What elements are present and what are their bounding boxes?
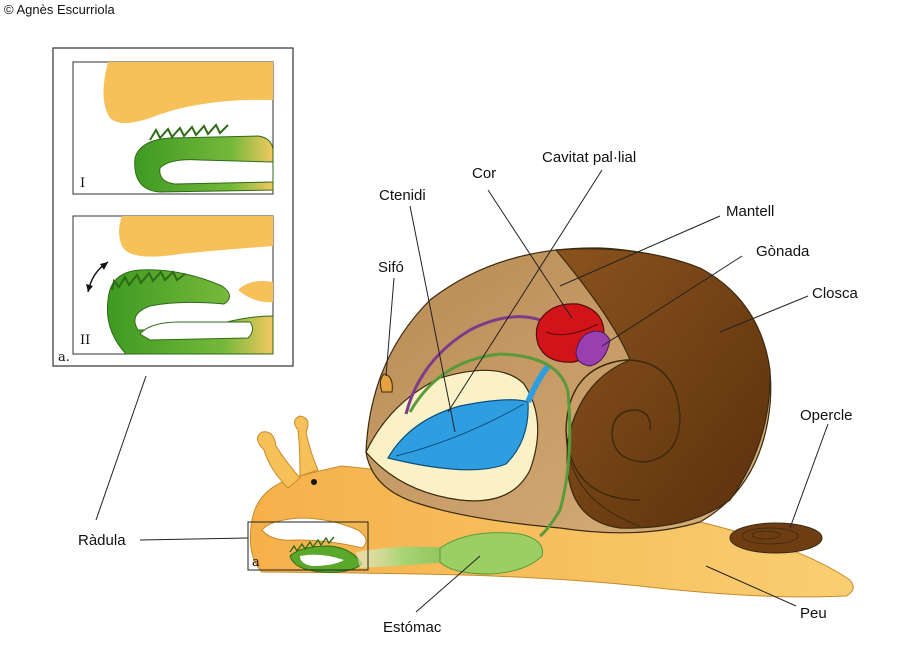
label-mantell: Mantell <box>726 203 774 220</box>
inset-frame-1: I <box>72 61 274 195</box>
label-sifo: Sifó <box>378 259 404 276</box>
siphon <box>379 373 393 393</box>
leader-lines <box>139 169 829 613</box>
oesophagus <box>356 546 450 568</box>
purple-vessel <box>404 315 541 415</box>
radula-box-letter: a <box>252 555 260 570</box>
snail <box>249 247 854 598</box>
stomach <box>439 532 544 575</box>
label-cavitat-pallial: Cavitat pal·lial <box>542 149 636 166</box>
inset-panel-letter: a. <box>58 350 70 365</box>
label-peu: Peu <box>800 605 827 622</box>
tentacle-left <box>257 431 301 489</box>
inset-1-upper-tissue <box>103 62 273 123</box>
inset-stage-1-label: I <box>80 176 85 191</box>
label-closca: Closca <box>812 285 859 302</box>
inset-2-upper-tissue <box>119 216 273 257</box>
inset-frame-2: II <box>72 215 274 355</box>
inset-2-teeth <box>111 270 186 291</box>
label-radula: Ràdula <box>78 532 126 549</box>
label-gonada: Gònada <box>756 243 810 260</box>
label-opercle: Opercle <box>800 407 853 424</box>
credit-text: © Agnès Escurriola <box>4 2 116 17</box>
shell-dark-portion <box>554 248 771 529</box>
label-ctenidi: Ctenidi <box>379 187 426 204</box>
buccal-cavity <box>261 517 367 549</box>
tentacle-right <box>294 415 319 477</box>
label-cor: Cor <box>472 165 496 182</box>
ctenidium <box>387 399 529 471</box>
inset-1-teeth <box>149 123 229 141</box>
inset-stage-2-label: II <box>80 333 90 348</box>
gonad <box>575 330 611 367</box>
inset-connector <box>95 375 147 521</box>
inset-panel: I II a. <box>52 47 294 367</box>
green-vessel <box>408 352 572 538</box>
labels: Cor Cavitat pal·lial Ctenidi Mantell Gòn… <box>78 149 859 636</box>
eye <box>311 479 317 485</box>
radula-zoom-box <box>247 521 369 571</box>
label-estomac: Estómac <box>383 619 442 636</box>
